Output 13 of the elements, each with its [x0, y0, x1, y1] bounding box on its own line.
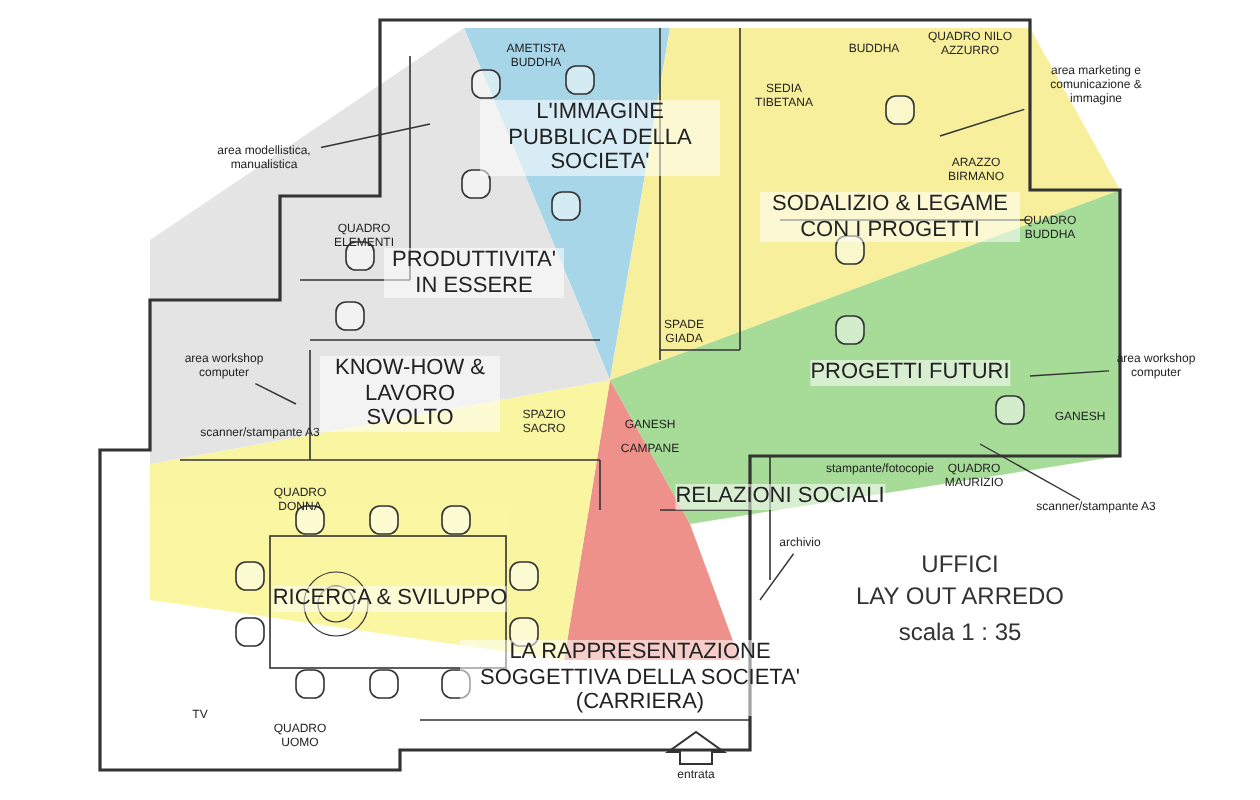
zone-label: PROGETTI FUTURI — [810, 360, 1010, 386]
zone-label: PRODUTTIVITA' IN ESSERE — [384, 248, 564, 299]
leader-line — [320, 123, 431, 149]
leader-line — [1029, 370, 1110, 377]
leader-line — [939, 108, 1025, 137]
zone-label: RELAZIONI SOCIALI — [675, 484, 885, 510]
zone-label: RICERCA & SVILUPPO — [272, 586, 508, 612]
leader-line — [759, 553, 795, 601]
zone-label: L'IMMAGINE PUBBLICA DELLA SOCIETA' — [480, 100, 720, 176]
zone-label: SODALIZIO & LEGAME CON I PROGETTI — [760, 192, 1020, 243]
leader-line — [979, 443, 1081, 501]
leader-line — [254, 382, 297, 405]
zone-label: KNOW-HOW & LAVORO SVOLTO — [320, 356, 500, 432]
